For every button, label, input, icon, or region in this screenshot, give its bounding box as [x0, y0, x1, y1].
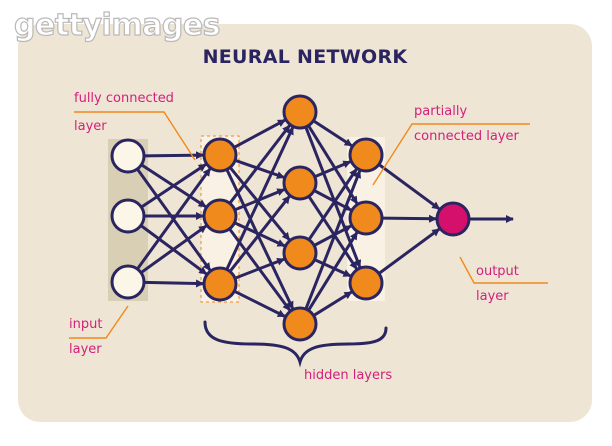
connection-arrow — [314, 160, 352, 179]
hidden-1-node — [202, 137, 238, 173]
input-layer-leader — [69, 305, 129, 339]
connection-arrow — [233, 118, 286, 149]
hidden-1-node — [202, 266, 238, 302]
connection-arrow — [313, 258, 352, 278]
connection-arrow — [225, 126, 295, 271]
diagram-title: NEURAL NETWORK — [202, 46, 408, 68]
hidden-2-node — [282, 165, 318, 201]
output-layer-leader — [459, 256, 548, 284]
connection-arrow — [304, 169, 362, 310]
connection-arrow — [136, 167, 212, 270]
connection-arrow — [140, 224, 208, 274]
hidden-1-node — [202, 198, 238, 234]
connection-arrow — [234, 158, 285, 179]
fully-connected-leader — [74, 111, 196, 161]
connection-arrow — [313, 224, 352, 247]
input-node — [110, 264, 146, 300]
output-layer-label-line2: layer — [476, 289, 509, 304]
hidden-2-node — [282, 235, 318, 271]
output-node — [435, 201, 471, 237]
connection-arrow — [377, 163, 441, 211]
partially-connected-leader — [372, 123, 530, 186]
connection-arrow — [143, 279, 205, 288]
hidden-3-node — [348, 137, 384, 173]
connection-arrow — [377, 227, 441, 275]
hidden-layers-label: hidden layers — [304, 368, 393, 383]
fully-connected-label-line1: fully connected — [74, 91, 174, 106]
connection-arrow — [307, 231, 359, 312]
connection-arrow — [228, 195, 291, 273]
input-node — [110, 138, 146, 174]
connection-arrow — [381, 214, 438, 223]
connection-arrow — [228, 166, 291, 241]
fully-connected-label-line2: layer — [74, 119, 107, 134]
connection-arrow — [307, 124, 359, 205]
connection-arrow — [307, 195, 358, 270]
hidden-layers-brace — [203, 320, 388, 368]
hidden-2-node — [282, 94, 318, 130]
partially-connected-label-line1: partially — [414, 104, 468, 119]
connection-arrow — [233, 289, 286, 318]
connection-arrow — [228, 124, 291, 205]
watermark: gettyimages — [13, 7, 221, 43]
hidden-3-node — [348, 265, 384, 301]
connection-arrow — [234, 257, 286, 280]
hidden-3-node — [348, 200, 384, 236]
input-layer-label-line2: layer — [69, 342, 102, 357]
connection-arrow — [143, 151, 205, 160]
input-node — [110, 198, 146, 234]
connection-arrow — [307, 168, 358, 241]
output-layer-label-line1: output — [476, 264, 519, 279]
connection-arrow — [312, 290, 353, 317]
partially-connected-label-line2: connected layer — [414, 129, 519, 144]
connection-arrow — [140, 163, 207, 209]
hidden-2-node — [282, 306, 318, 342]
input-layer-label-line1: input — [69, 317, 103, 332]
connection-arrow — [312, 119, 353, 147]
